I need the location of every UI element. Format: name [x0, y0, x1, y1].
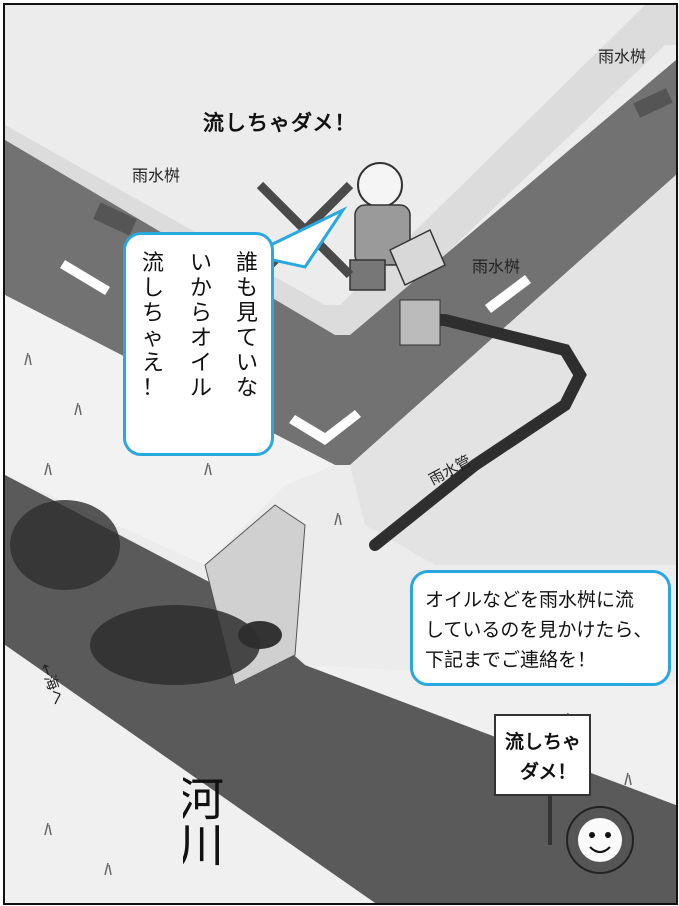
bubble-char: て — [235, 326, 258, 351]
bubble-char: 誰 — [235, 251, 258, 276]
catch-basin-box — [399, 299, 441, 346]
bubble-char: い — [189, 251, 212, 276]
notice-bubble: オイルなどを雨水桝に流 しているのを見かけたら、 下記までご連絡を！ — [410, 570, 671, 686]
label-catch-basin: 雨水桝 — [132, 166, 181, 185]
oil-in-pipe — [369, 314, 587, 551]
bubble-char: 流 — [141, 251, 164, 276]
sign-board — [494, 714, 591, 796]
bubble-char: ち — [141, 301, 164, 326]
bubble-char: え — [141, 351, 164, 376]
label-catch-basin: 雨水桝 — [472, 257, 521, 276]
bubble-char: 見 — [235, 301, 258, 326]
bubble-char: い — [235, 351, 258, 376]
notice-line: しているのを見かけたら、 — [425, 619, 653, 641]
lane-mark — [289, 410, 361, 445]
grate — [93, 202, 137, 236]
bubble-char: ゃ — [141, 326, 164, 351]
bubble-column: い か ら オ イ ル — [186, 251, 216, 401]
sign-text: 流しちゃ — [505, 731, 582, 753]
bubble-column: 誰 も 見 て い な — [232, 251, 262, 401]
person-figure — [349, 162, 446, 291]
river-label: 河川 — [183, 775, 225, 867]
speech-bubble-vertical: 誰 も 見 て い な い か ら オ イ ル 流 し ち ゃ え ！ — [123, 232, 274, 456]
lane-mark — [60, 260, 110, 295]
main-warning-title: 流しちゃダメ！ — [203, 111, 357, 135]
bubble-char: オ — [189, 326, 212, 351]
bubble-char: な — [235, 376, 258, 401]
bubble-char: ！ — [141, 376, 164, 401]
label-catch-basin: 雨水桝 — [598, 47, 647, 66]
river-char-1: 河川 — [183, 775, 231, 896]
notice-line: 下記までご連絡を！ — [425, 649, 597, 671]
lower-sidewalk — [350, 175, 676, 565]
illustration-frame: 流しちゃダメ！ 雨水桝 雨水桝 雨水桝 雨水管 ←海へ 河川 誰 も 見 て い… — [3, 3, 678, 905]
oil-slick — [90, 605, 260, 685]
bubble-char: も — [235, 276, 258, 301]
bubble-char: ら — [189, 301, 212, 326]
near-bank — [5, 645, 375, 903]
notice-line: オイルなどを雨水桝に流 — [425, 589, 635, 611]
mascot-face — [578, 818, 622, 862]
lane-mark — [485, 275, 531, 313]
bubble-char: か — [189, 276, 212, 301]
bubble-char: ル — [189, 376, 212, 401]
bubble-char: イ — [189, 351, 212, 376]
oil-slick — [10, 500, 120, 590]
grate — [633, 88, 673, 118]
sign-text: ダメ！ — [520, 761, 577, 783]
bubble-column: 流 し ち ゃ え ！ — [138, 251, 168, 401]
bubble-char: し — [141, 276, 164, 301]
